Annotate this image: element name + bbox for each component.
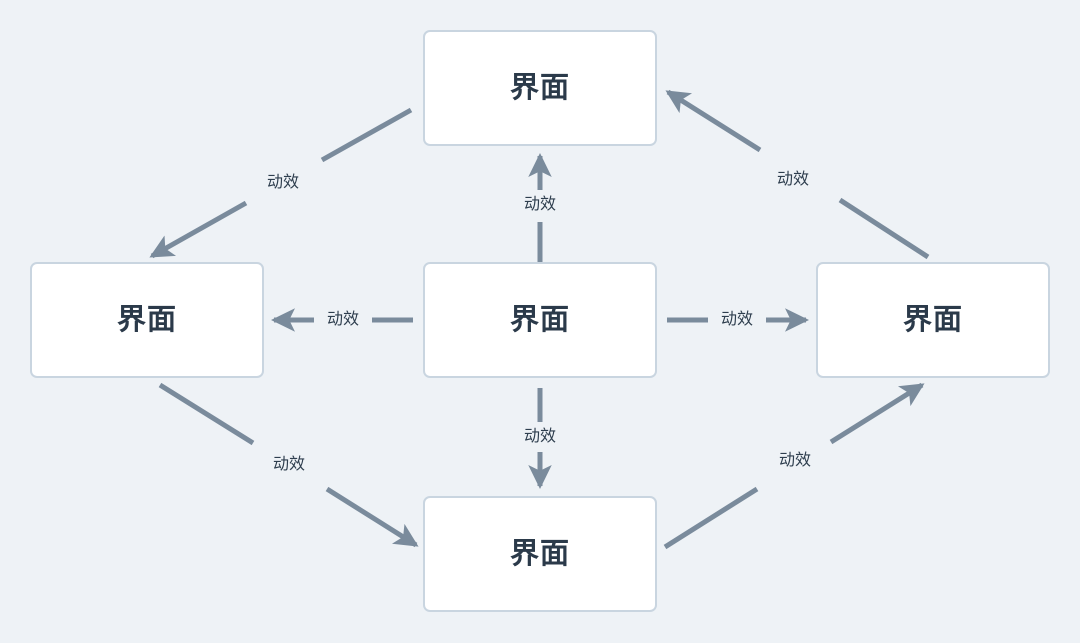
node-center-label: 界面	[509, 303, 570, 336]
edge-label-center-to-bottom: 动效	[523, 428, 557, 445]
edge-label-right-to-top-diagonal: 动效	[776, 171, 810, 188]
edge-label-top-to-left-diagonal: 动效	[266, 174, 300, 191]
edge-label-left-to-bottom-diagonal: 动效	[272, 456, 306, 473]
node-bottom-label: 界面	[509, 537, 570, 570]
node-right[interactable]: 界面	[816, 262, 1050, 378]
node-center[interactable]: 界面	[423, 262, 657, 378]
node-top-label: 界面	[509, 71, 570, 104]
node-bottom[interactable]: 界面	[423, 496, 657, 612]
node-left-label: 界面	[116, 303, 177, 336]
edge-label-center-to-left: 动效	[326, 311, 360, 328]
edge-label-center-to-top: 动效	[523, 196, 557, 213]
edge-label-center-to-right: 动效	[720, 311, 754, 328]
node-left[interactable]: 界面	[30, 262, 264, 378]
node-right-label: 界面	[902, 303, 963, 336]
node-top[interactable]: 界面	[423, 30, 657, 146]
edge-label-bottom-to-right-diagonal: 动效	[778, 452, 812, 469]
